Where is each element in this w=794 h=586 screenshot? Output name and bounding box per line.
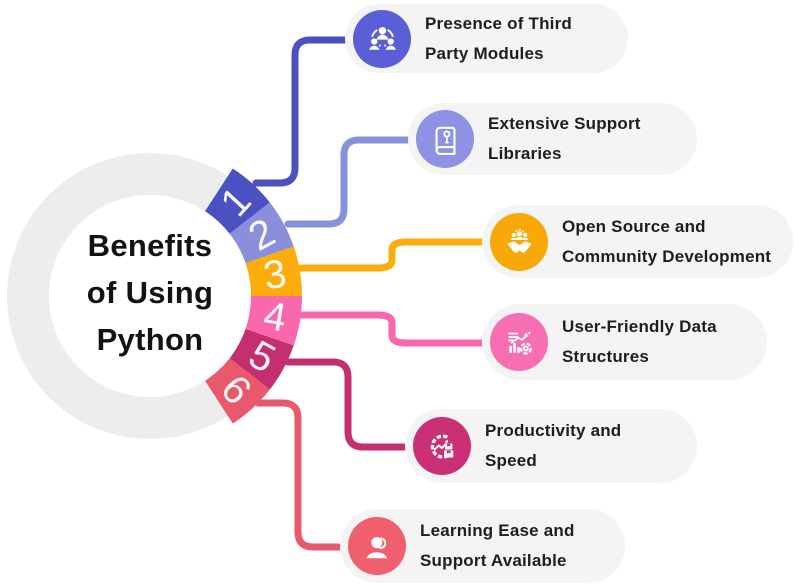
benefit-label-3: Open Source and Community Development xyxy=(562,212,771,272)
segment-5 xyxy=(229,328,294,390)
center-title: Benefits of Using Python xyxy=(30,222,270,363)
benefit-label-line: User-Friendly Data xyxy=(562,317,717,336)
benefit-label-line: Community Development xyxy=(562,246,772,266)
benefit-pill-1: Presence of Third Party Modules xyxy=(345,4,628,73)
library-book-icon xyxy=(416,110,474,168)
benefit-label-line: Structures xyxy=(562,347,650,366)
segment-3 xyxy=(245,246,302,296)
segment-4 xyxy=(245,296,302,346)
segment-6 xyxy=(205,358,270,424)
connector-line-3 xyxy=(296,238,494,272)
handshake-icon xyxy=(490,212,548,271)
benefit-label-line: Learning Ease and xyxy=(420,521,575,540)
benefit-pill-3: Open Source and Community Development xyxy=(482,205,793,278)
connector-line-5 xyxy=(284,358,416,451)
gear-boxes-icon xyxy=(413,417,471,475)
benefit-label-4: User-Friendly Data Structures xyxy=(562,312,717,372)
benefit-label-6: Learning Ease and Support Available xyxy=(420,516,575,576)
segment-1 xyxy=(205,168,270,234)
connector-line-1 xyxy=(252,36,356,187)
benefit-pill-2: Extensive Support Libraries xyxy=(408,103,697,175)
center-title-line: of Using xyxy=(86,275,214,310)
benefit-label-line: Productivity and xyxy=(485,421,622,440)
support-person-icon xyxy=(348,517,406,575)
benefit-label-1: Presence of Third Party Modules xyxy=(425,9,572,69)
benefit-label-line: Presence of Third xyxy=(425,13,572,33)
connector-line-4 xyxy=(296,311,494,347)
benefit-label-line: Open Source and xyxy=(562,216,706,236)
team-icon xyxy=(353,9,411,68)
benefit-pill-6: Learning Ease and Support Available xyxy=(340,509,625,583)
segment-2 xyxy=(229,202,294,264)
benefit-label-line: Libraries xyxy=(488,144,562,163)
benefit-label-line: Extensive Support xyxy=(488,114,641,133)
benefit-label-5: Productivity and Speed xyxy=(485,416,621,476)
connector-line-6 xyxy=(254,399,352,551)
donut-inner-circle xyxy=(49,195,251,397)
center-title-line: Python xyxy=(96,322,204,357)
data-chart-icon xyxy=(490,313,548,371)
benefit-label-line: Speed xyxy=(485,451,538,470)
connector-line-2 xyxy=(284,136,419,228)
benefit-pill-5: Productivity and Speed xyxy=(405,409,697,483)
benefit-label-line: Party Modules xyxy=(425,43,544,63)
benefit-pill-4: User-Friendly Data Structures xyxy=(482,304,767,380)
center-title-line: Benefits xyxy=(87,228,213,263)
benefit-label-2: Extensive Support Libraries xyxy=(488,109,641,169)
benefit-label-line: Support Available xyxy=(420,551,567,570)
